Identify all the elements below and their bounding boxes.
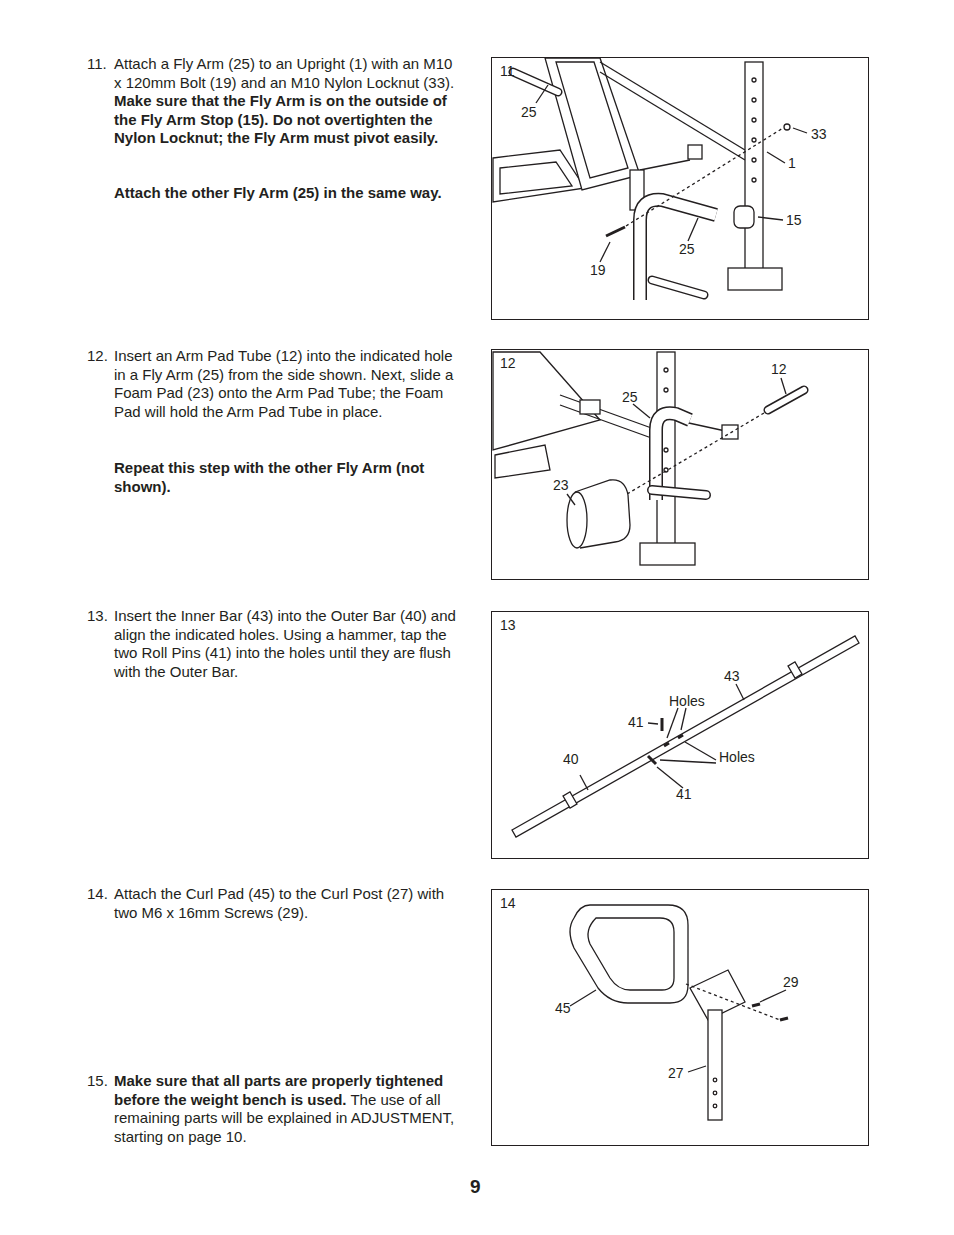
step-number: 12.	[87, 347, 108, 364]
figure-number: 13	[500, 617, 516, 633]
instruction-text: Make sure that the Fly Arm is on the out…	[114, 92, 447, 146]
instruction-note: Repeat this step with the other Fly Arm …	[114, 459, 424, 495]
instruction-note: Attach the other Fly Arm (25) in the sam…	[114, 184, 442, 201]
callout-number: 33	[811, 126, 827, 142]
callout-number: 41	[628, 714, 644, 730]
step-number-block: 14.	[87, 885, 108, 904]
step-number: 14.	[87, 885, 108, 902]
figure-frame: 14	[491, 889, 869, 1146]
step-number-block: 13.	[87, 607, 108, 626]
instruction-note-block: Attach the other Fly Arm (25) in the sam…	[114, 184, 464, 203]
instruction-text: Insert an Arm Pad Tube (12) into the ind…	[114, 347, 453, 420]
page-number-block: 9	[470, 1176, 481, 1198]
instruction-text-block: Make sure that all parts are properly ti…	[114, 1072, 464, 1146]
instruction-text-block: Insert the Inner Bar (43) into the Outer…	[114, 607, 464, 681]
figure-11-art	[493, 58, 807, 300]
instruction-text-block: Attach a Fly Arm (25) to an Upright (1) …	[114, 55, 464, 148]
instruction-text: Attach the Curl Pad (45) to the Curl Pos…	[114, 885, 444, 921]
callout-number: 45	[555, 1000, 571, 1016]
step-number-block: 12.	[87, 347, 108, 366]
instruction-text: Insert the Inner Bar (43) into the Outer…	[114, 607, 456, 680]
instruction-note-block: Repeat this step with the other Fly Arm …	[114, 459, 464, 496]
step-number-block: 11.	[87, 55, 107, 74]
callout-number: Holes	[719, 749, 755, 765]
callout-number: 19	[590, 262, 606, 278]
instruction-text: Attach a Fly Arm (25) to an Upright (1) …	[114, 55, 454, 91]
callout-number: Holes	[669, 693, 705, 709]
callout-number: 41	[676, 786, 692, 802]
callout-number: 23	[553, 477, 569, 493]
figure-12-art	[493, 352, 804, 565]
figure-13-art	[512, 636, 859, 837]
page-number: 9	[470, 1176, 481, 1197]
callout-number: 15	[786, 212, 802, 228]
callout-number: 43	[724, 668, 740, 684]
callout-number: 25	[521, 104, 537, 120]
callout-number: 25	[622, 389, 638, 405]
figure-frame: 12	[491, 349, 869, 580]
callout-number: 25	[679, 241, 695, 257]
instruction-text-block: Insert an Arm Pad Tube (12) into the ind…	[114, 347, 464, 421]
step-number: 11.	[87, 55, 107, 72]
figure-number: 11	[500, 63, 515, 79]
figure-frame: 11	[491, 57, 869, 320]
figure-number: 14	[500, 895, 516, 911]
figure-frame: 13	[491, 611, 869, 859]
step-number: 15.	[87, 1072, 108, 1089]
callout-number: 29	[783, 974, 799, 990]
callout-number: 40	[563, 751, 579, 767]
figure-number: 12	[500, 355, 516, 371]
callout-number: 12	[771, 361, 787, 377]
callout-number: 27	[668, 1065, 684, 1081]
step-number: 13.	[87, 607, 108, 624]
step-number-block: 15.	[87, 1072, 108, 1091]
callout-number: 1	[788, 155, 796, 171]
instruction-text-block: Attach the Curl Pad (45) to the Curl Pos…	[114, 885, 464, 922]
figure-14-art	[570, 905, 788, 1120]
